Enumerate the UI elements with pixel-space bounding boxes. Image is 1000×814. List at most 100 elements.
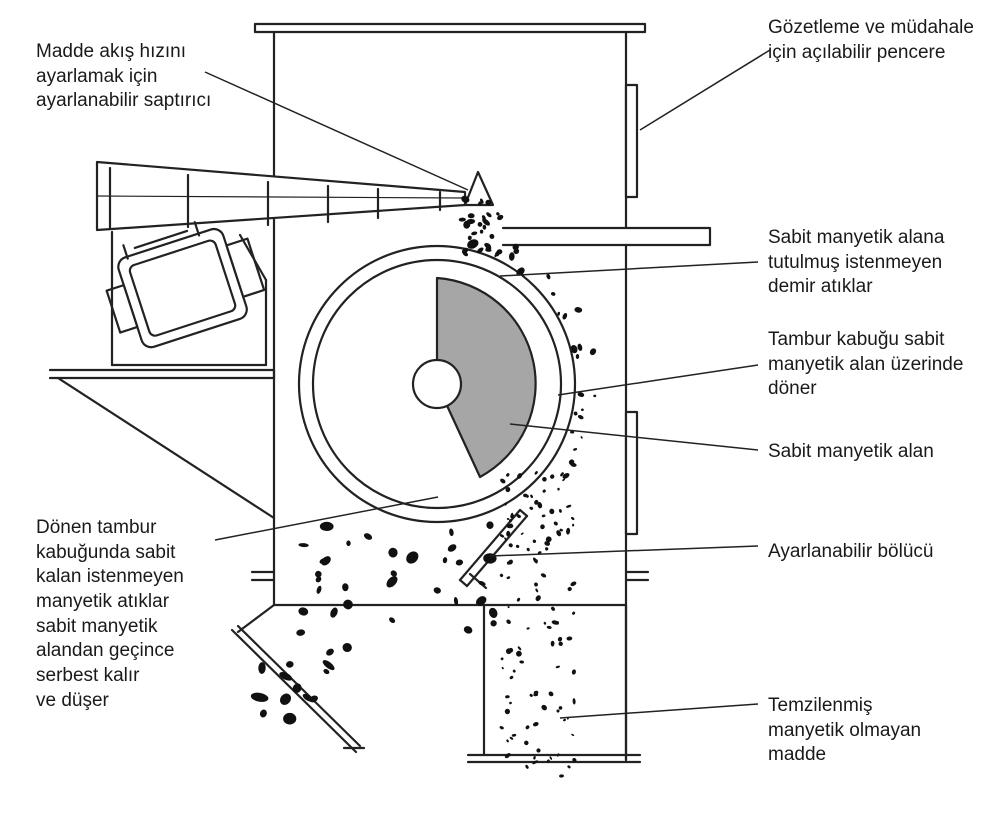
chute-waste-particle: [323, 669, 330, 675]
clean-material-particle: [520, 532, 524, 535]
clean-material-particle: [529, 506, 534, 510]
clean-material-particle: [546, 759, 550, 763]
clean-material-particle: [504, 537, 507, 541]
drum-surface-particle: [562, 313, 568, 320]
clean-material-particle: [508, 543, 513, 548]
feed-particle: [477, 222, 483, 227]
feed-particle: [458, 217, 466, 222]
label-inspection-window: Gözetleme ve müdahale için açılabilir pe…: [768, 17, 974, 63]
magnetic-waste-particle: [321, 556, 331, 566]
chute-waste-particle: [286, 661, 294, 668]
magnetic-waste-particle: [296, 629, 306, 636]
clean-material-particle: [571, 669, 576, 675]
label-adjustable-splitter: Ayarlanabilir bölücü: [768, 541, 934, 562]
clean-material-particle: [516, 514, 521, 518]
drum-surface-particle: [513, 248, 520, 255]
clean-material-particle: [505, 487, 511, 493]
label-adjustable-deflector: Madde akış hızını ayarlamak için ayarlan…: [36, 41, 212, 112]
adjustable-splitter: [458, 508, 529, 590]
drum-surface-particle: [577, 343, 583, 351]
motor-platform: [48, 368, 276, 520]
label-trapped-iron: Sabit manyetik alana tutulmuş istenmeyen…: [768, 227, 945, 298]
clean-material-particle: [557, 753, 560, 757]
drum-surface-particle: [537, 502, 543, 509]
drum-surface-particle: [562, 472, 570, 479]
clean-material-particle: [504, 502, 507, 506]
feed-particle: [479, 229, 484, 234]
clean-material-particle: [500, 478, 506, 484]
clean-material-particle: [571, 523, 575, 527]
chute-waste-particle: [283, 712, 297, 725]
clean-material-particle: [509, 736, 514, 740]
clean-material-particle: [542, 489, 546, 493]
magnetic-waste-particle: [490, 620, 497, 627]
leader-field: [509, 423, 759, 451]
clean-material-particle: [557, 636, 563, 642]
chute-waste-particle: [259, 709, 267, 718]
clean-material-particle: [558, 509, 562, 513]
clean-material-particle: [536, 748, 541, 753]
drum-surface-particle: [499, 249, 502, 253]
clean-material-particle: [505, 648, 512, 655]
clean-material-particle: [501, 666, 504, 670]
clean-material-particle: [563, 718, 566, 722]
drum-surface-particle: [574, 307, 583, 313]
drum-surface-particle: [512, 243, 519, 251]
magnetic-waste-particle: [455, 559, 464, 566]
drum-surface-particle: [570, 344, 578, 354]
feed-particle: [482, 218, 491, 226]
feed-particle: [485, 199, 492, 206]
magnetic-waste-particle: [390, 570, 397, 577]
magnetic-waste-particle: [433, 587, 441, 594]
leader-divider: [489, 545, 759, 557]
label-magnetic-field: Sabit manyetik alan: [768, 441, 934, 462]
chute-waste-particle: [258, 662, 266, 674]
magnetic-waste-particle: [389, 617, 396, 624]
clean-material-particle: [548, 691, 554, 697]
clean-material-particle: [517, 473, 523, 479]
magnetic-waste-particle: [315, 576, 322, 583]
magnetic-waste-particle: [298, 543, 309, 548]
clean-material-particle: [535, 588, 539, 593]
clean-material-particle: [499, 534, 505, 538]
feed-particle: [467, 239, 479, 249]
drum-surface-particle: [542, 476, 547, 482]
clean-material-particle: [500, 657, 504, 661]
clean-material-particle: [541, 514, 546, 518]
clean-material-particle: [526, 547, 530, 552]
chute-waste-particle: [250, 692, 269, 702]
clean-material-particle: [504, 708, 511, 715]
label-drum-shell: Tambur kabuğu sabit manyetik alan üzerin…: [768, 329, 964, 400]
clean-material-particle: [558, 641, 563, 646]
clean-material-particle: [509, 701, 512, 705]
clean-material-particle: [516, 597, 521, 602]
clean-material-particle: [566, 636, 573, 641]
clean-material-particle: [532, 539, 537, 543]
clean-material-particle: [551, 606, 555, 611]
magnetic-waste-particle: [343, 599, 353, 610]
clean-material-particle: [499, 726, 504, 730]
clean-material-particle: [540, 524, 545, 530]
drum-surface-particle: [550, 291, 556, 296]
clean-material-particle: [515, 544, 520, 549]
clean-material-particle: [572, 757, 577, 763]
drum-surface-particle: [570, 430, 575, 434]
horizontal-shelf: [501, 226, 712, 247]
clean-material-particle: [559, 774, 564, 778]
leader-trapped-iron: [499, 261, 759, 277]
clean-material-particle: [519, 660, 524, 664]
drum-surface-particle: [580, 436, 583, 439]
drum-surface-particle: [546, 273, 551, 280]
clean-material-particle: [509, 675, 514, 680]
clean-material-particle: [517, 646, 522, 651]
leader-lines: [204, 49, 771, 719]
clean-material-particle: [567, 586, 572, 592]
drum-surface-particle: [593, 394, 597, 398]
drum-surface-particle: [589, 348, 597, 356]
clean-material-particle: [543, 621, 547, 625]
clean-material-particle: [529, 693, 533, 697]
drum-surface-particle: [577, 392, 585, 398]
feed-particle: [461, 195, 470, 203]
